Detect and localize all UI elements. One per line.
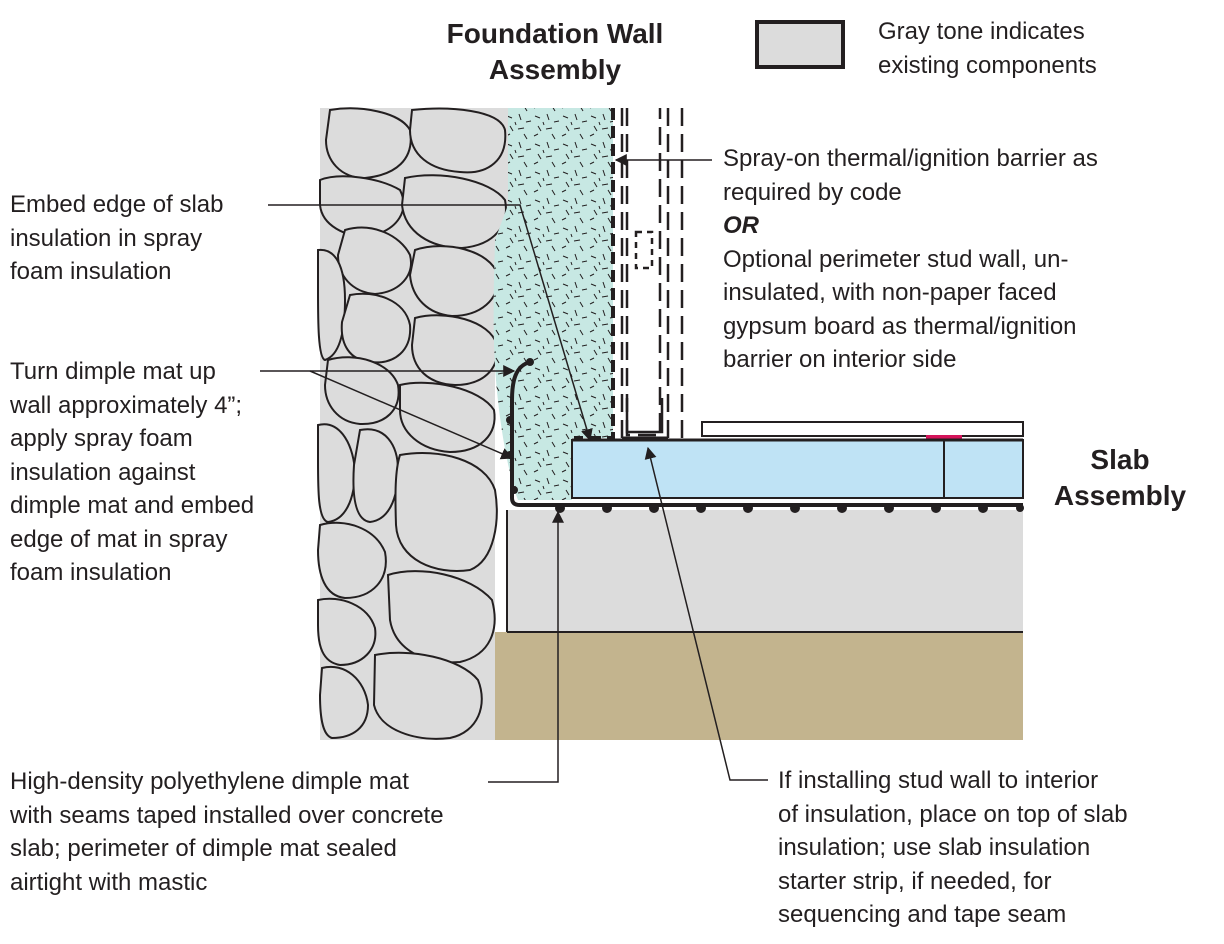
embed-slab-line1: Embed edge of slab xyxy=(10,191,224,218)
spray-barrier-line3: Optional perimeter stud wall, un- xyxy=(723,245,1069,273)
embed-slab-line2: insulation in spray xyxy=(10,224,203,252)
dimple-up-line2: wall approximately 4”; xyxy=(10,391,243,419)
spray-barrier-line6: barrier on interior side xyxy=(723,346,957,373)
callout-embed-slab: Embed edge of slab insulation in spray f… xyxy=(10,188,223,289)
legend-line2: existing components xyxy=(878,51,1097,79)
rigid-slab-insulation xyxy=(571,439,1024,499)
dimple-up-line7: foam insulation xyxy=(10,559,172,586)
dimple-up-line4: insulation against xyxy=(10,458,196,486)
foundation-wall-title: Foundation Wall Assembly xyxy=(410,16,700,88)
stud-wall-line2: of insulation, place on top of slab xyxy=(778,800,1128,828)
existing-concrete-slab xyxy=(507,510,1023,632)
spray-barrier-line2: required by code xyxy=(723,178,902,206)
dimple-up-line5: dimple mat and embed xyxy=(10,492,255,519)
foundation-wall-title-line1: Foundation Wall xyxy=(446,18,664,49)
foundation-wall-title-line2: Assembly xyxy=(488,54,622,85)
embed-slab-line3: foam insulation xyxy=(10,258,172,285)
dimple-mat-line3: slab; perimeter of dimple mat sealed xyxy=(10,835,397,862)
legend-line1: Gray tone indicates xyxy=(878,18,1085,45)
soil xyxy=(495,632,1023,740)
stud-wall-line4: starter strip, if needed, for xyxy=(778,867,1052,895)
slab-title-line2: Assembly xyxy=(1053,480,1187,511)
spray-barrier-line5: gypsum board as thermal/ignition xyxy=(723,312,1077,340)
legend-swatch xyxy=(755,20,845,69)
tape-seam xyxy=(926,435,962,441)
dimple-mat-line4: airtight with mastic xyxy=(10,868,208,896)
dimple-mat-line1: High-density polyethylene dimple mat xyxy=(10,768,409,795)
legend-text: Gray tone indicates existing components xyxy=(878,15,1097,82)
stud-wall-line1: If installing stud wall to interior xyxy=(778,767,1099,794)
fieldstones xyxy=(316,107,507,740)
slab-title: Slab Assembly xyxy=(1040,442,1200,514)
callout-dimple-mat: High-density polyethylene dimple mat wit… xyxy=(10,765,444,899)
dimple-up-line3: apply spray foam xyxy=(10,425,193,452)
slab-title-line1: Slab xyxy=(1090,444,1150,475)
optional-stud-wall xyxy=(620,108,684,440)
stud-wall-line3: insulation; use slab insulation xyxy=(778,834,1091,861)
leader-lines xyxy=(260,154,768,783)
dimple-up-line6: edge of mat in spray xyxy=(10,525,228,553)
spray-barrier-line4: insulated, with non-paper faced xyxy=(723,279,1057,306)
slab-starter-strip xyxy=(701,421,1024,437)
or-label: OR xyxy=(723,212,759,239)
stud-wall-line5: sequencing and tape seam xyxy=(778,901,1067,928)
callout-stud-wall: If installing stud wall to interior of i… xyxy=(778,764,1128,932)
callout-dimple-up: Turn dimple mat up wall approximately 4”… xyxy=(10,355,254,590)
dimple-up-line1: Turn dimple mat up xyxy=(10,358,216,385)
spray-barrier-line1: Spray-on thermal/ignition barrier as xyxy=(723,145,1098,172)
callout-spray-barrier: Spray-on thermal/ignition barrier as req… xyxy=(723,142,1098,377)
dimple-mat-line2: with seams taped installed over concrete xyxy=(10,801,444,829)
dimple-mat xyxy=(510,360,1023,507)
